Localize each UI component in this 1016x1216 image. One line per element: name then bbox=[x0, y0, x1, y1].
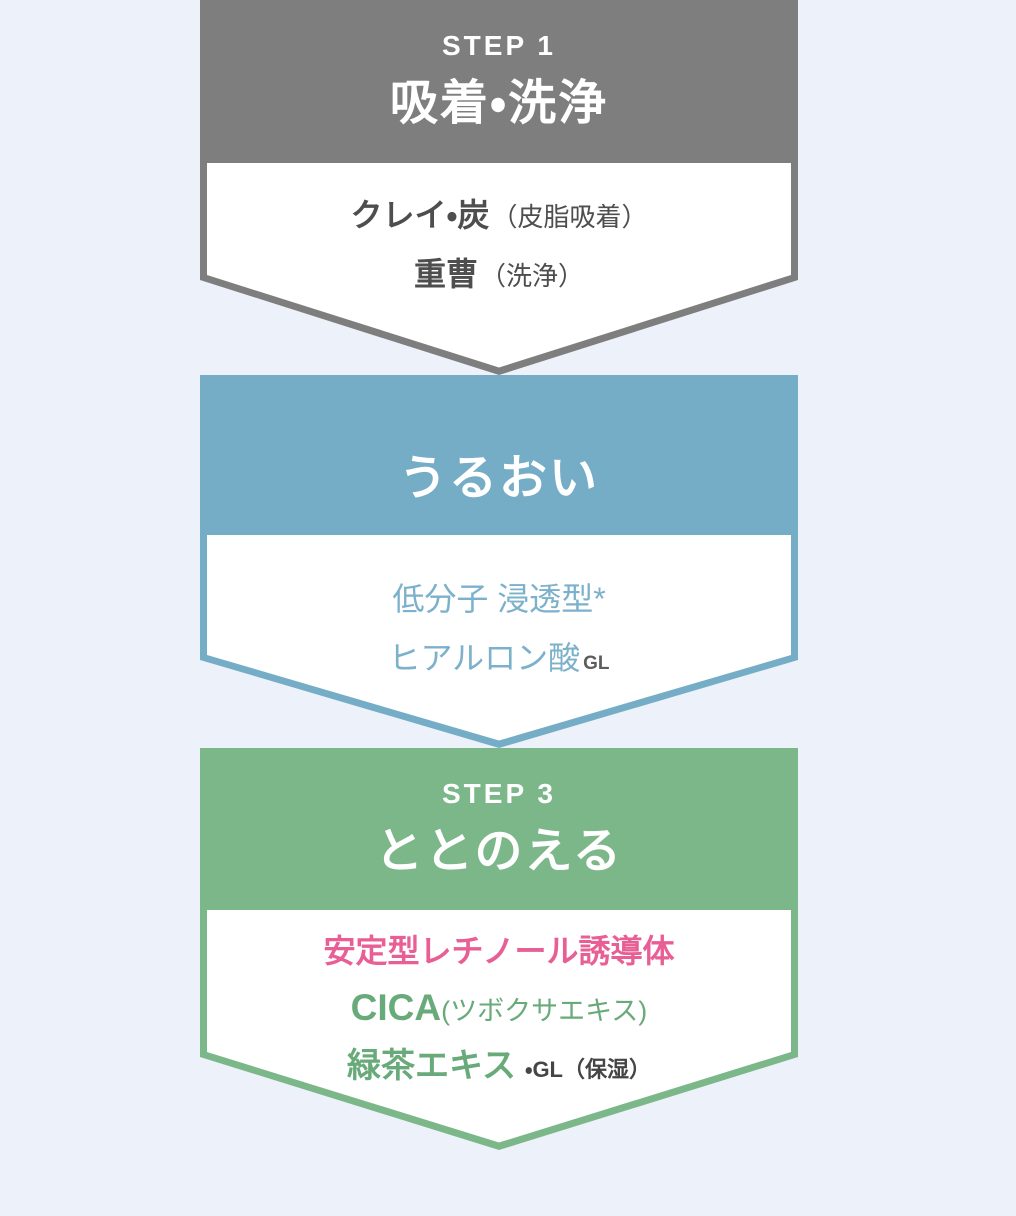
ingredient-name: 緑茶エキス bbox=[346, 1047, 516, 1085]
ingredient-name: 重曹 bbox=[413, 256, 478, 292]
ingredient-note: ・GL（保湿） bbox=[524, 1057, 651, 1082]
step-3-block: STEP 3 ととのえる 安定型レチノール誘導体 CICA(ツボクサエキス) 緑… bbox=[200, 748, 798, 1150]
step-3-label: STEP 3 bbox=[442, 778, 556, 809]
ingredient-note: （皮脂吸着） bbox=[491, 202, 648, 232]
ingredient-line: CICA(ツボクサエキス) bbox=[200, 983, 798, 1041]
step-3-title: ととのえる bbox=[374, 825, 624, 878]
step-1-header: STEP 1 吸着・洗浄 bbox=[200, 0, 798, 163]
step-1-block: STEP 1 吸着・洗浄 クレイ・炭（皮脂吸着） 重曹（洗浄） bbox=[200, 0, 798, 375]
ingredient-line: 重曹（洗浄） bbox=[200, 248, 798, 307]
step-1-body: クレイ・炭（皮脂吸着） 重曹（洗浄） bbox=[200, 163, 798, 375]
ingredient-name: CICA bbox=[350, 987, 442, 1028]
step-1-ingredients: クレイ・炭（皮脂吸着） 重曹（洗浄） bbox=[200, 163, 798, 307]
step-1-label: STEP 1 bbox=[442, 30, 556, 61]
step-2-title: うるおい bbox=[398, 452, 599, 505]
chevron-down-shape-green bbox=[200, 910, 798, 1150]
ingredient-name: クレイ・炭 bbox=[350, 197, 490, 233]
ingredient-note: (ツボクサエキス) bbox=[441, 996, 648, 1026]
step-1-title: 吸着・洗浄 bbox=[389, 77, 609, 130]
ingredient-line: 緑茶エキス・GL（保湿） bbox=[200, 1041, 798, 1098]
ingredient-name: 安定型レチノール誘導体 bbox=[323, 933, 675, 969]
ingredient-note: （洗浄） bbox=[480, 261, 585, 291]
ingredient-name: 低分子 浸透型* bbox=[392, 581, 606, 617]
ingredient-name: ヒアルロン酸 bbox=[388, 640, 581, 676]
chevron-down-shape-gray bbox=[200, 163, 798, 375]
step-2-header: うるおい bbox=[200, 375, 798, 535]
ingredient-line: クレイ・炭（皮脂吸着） bbox=[200, 189, 798, 248]
ingredient-line: 安定型レチノール誘導体 bbox=[200, 926, 798, 983]
chevron-down-shape-blue bbox=[200, 535, 798, 748]
step-2-label bbox=[200, 403, 798, 439]
step-3-body: 安定型レチノール誘導体 CICA(ツボクサエキス) 緑茶エキス・GL（保湿） bbox=[200, 910, 798, 1150]
ingredient-note: GL bbox=[583, 653, 610, 674]
steps-flow-diagram: STEP 1 吸着・洗浄 クレイ・炭（皮脂吸着） 重曹（洗浄） うるおい bbox=[200, 0, 798, 1150]
step-3-ingredients: 安定型レチノール誘導体 CICA(ツボクサエキス) 緑茶エキス・GL（保湿） bbox=[200, 910, 798, 1098]
step-3-header: STEP 3 ととのえる bbox=[200, 748, 798, 910]
ingredient-line: 低分子 浸透型* bbox=[200, 573, 798, 632]
